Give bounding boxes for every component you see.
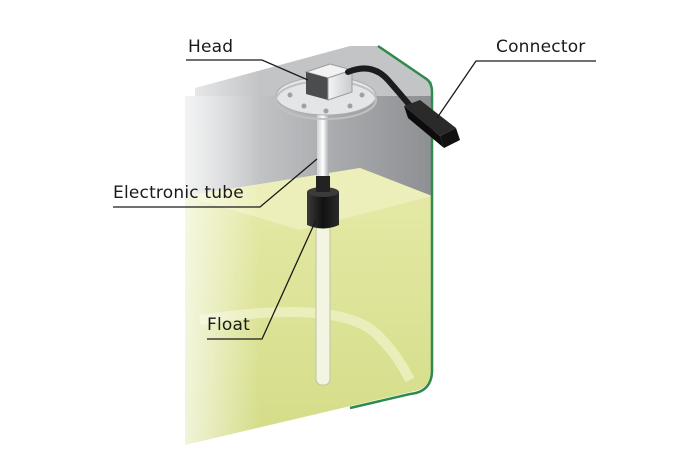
cable [345, 65, 415, 111]
head-block-front [306, 72, 328, 100]
float-label: Float [207, 315, 250, 335]
flange-screw [301, 103, 307, 109]
tube-upper [317, 108, 329, 188]
flange-screw [287, 92, 293, 98]
electronic-tube-label: Electronic tube [113, 183, 244, 203]
flange-screw [359, 92, 365, 98]
connector [404, 100, 460, 148]
head-leader-line [186, 59, 309, 81]
flange-screw [323, 108, 329, 114]
flange-screw [347, 103, 353, 109]
connector-leader-line [436, 60, 596, 119]
float [307, 192, 339, 229]
float-stem [316, 176, 330, 192]
tank-edge [349, 44, 434, 410]
head-block-side [327, 69, 353, 101]
electronic-tube-leader-line [113, 158, 318, 208]
head-label: Head [188, 37, 234, 57]
tube-lower [315, 224, 331, 386]
connector-label: Connector [496, 37, 586, 57]
float-leader-line [207, 219, 317, 340]
